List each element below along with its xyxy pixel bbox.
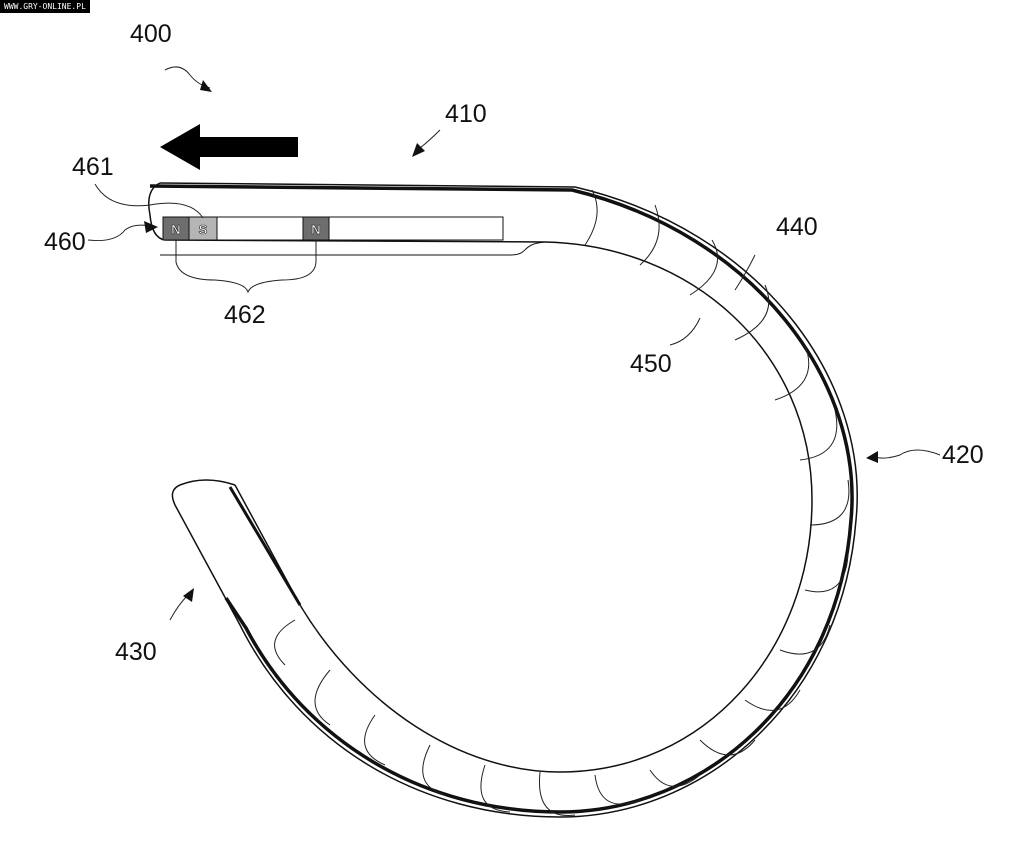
magnet-n-2-label: N (311, 222, 320, 237)
magnet-assembly: N S N (162, 216, 504, 241)
label-400: 400 (130, 20, 172, 48)
band-outer-thick (149, 184, 854, 814)
magnet-n-1-label: N (171, 222, 180, 237)
magnet-s-label: S (199, 222, 208, 237)
label-420: 420 (942, 441, 984, 469)
band-inner-edge (234, 241, 813, 773)
label-462: 462 (224, 301, 266, 329)
direction-arrow (160, 124, 298, 170)
leader-lines (87, 66, 941, 621)
leader-arrowheads (144, 80, 878, 602)
band-end-tip (179, 479, 236, 486)
top-section (148, 182, 546, 243)
band-end-edge (228, 486, 302, 606)
label-460: 460 (44, 228, 86, 256)
band-inner-edge-2 (160, 241, 546, 256)
band-outer-edge (159, 182, 858, 818)
label-461: 461 (72, 153, 114, 181)
magnet-s (188, 216, 218, 241)
label-430: 430 (115, 638, 157, 666)
band-segments (274, 189, 850, 816)
watermark: WWW.GRY-ONLINE.PL (0, 0, 90, 13)
label-450: 450 (630, 350, 672, 378)
label-410: 410 (445, 100, 487, 128)
label-440: 440 (776, 213, 818, 241)
